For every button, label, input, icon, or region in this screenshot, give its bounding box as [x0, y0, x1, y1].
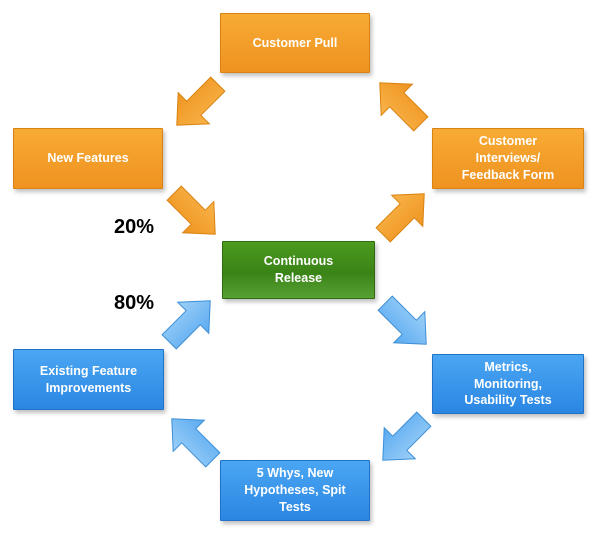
arrow-metrics-to-whys — [366, 403, 440, 477]
arrow-new-features-to-release — [158, 177, 232, 251]
continuous-release-label: Continuous Release — [263, 254, 334, 285]
customer-interviews-label: Customer Interviews/ Feedback Form — [461, 134, 555, 182]
existing-feature-label: Existing Feature Improvements — [39, 363, 138, 395]
arrow-interviews-to-pull — [363, 66, 437, 140]
arrow-release-to-metrics — [369, 287, 443, 361]
arrow-pull-to-new-features — [160, 68, 234, 142]
arrow-release-to-interviews — [367, 177, 441, 251]
metrics-box: Metrics, Monitoring, Usability Tests — [432, 354, 584, 414]
customer-pull-label: Customer Pull — [252, 35, 338, 50]
metrics-label: Metrics, Monitoring, Usability Tests — [464, 359, 552, 408]
new-features-box: New Features — [13, 128, 163, 189]
continuous-release-box: Continuous Release — [222, 241, 375, 299]
new-features-percentage: 20% — [114, 216, 155, 238]
existing-feature-box: Existing Feature Improvements — [13, 349, 164, 410]
five-whys-box: 5 Whys, New Hypotheses, Spit Tests — [220, 460, 370, 521]
arrow-existing-to-release — [153, 284, 227, 358]
customer-pull-box: Customer Pull — [220, 13, 370, 73]
arrow-whys-to-existing — [155, 402, 229, 476]
new-features-label: New Features — [47, 151, 129, 166]
five-whys-label: 5 Whys, New Hypotheses, Spit Tests — [244, 466, 346, 514]
existing-features-percentage: 80% — [114, 292, 155, 314]
customer-interviews-box: Customer Interviews/ Feedback Form — [432, 128, 584, 189]
